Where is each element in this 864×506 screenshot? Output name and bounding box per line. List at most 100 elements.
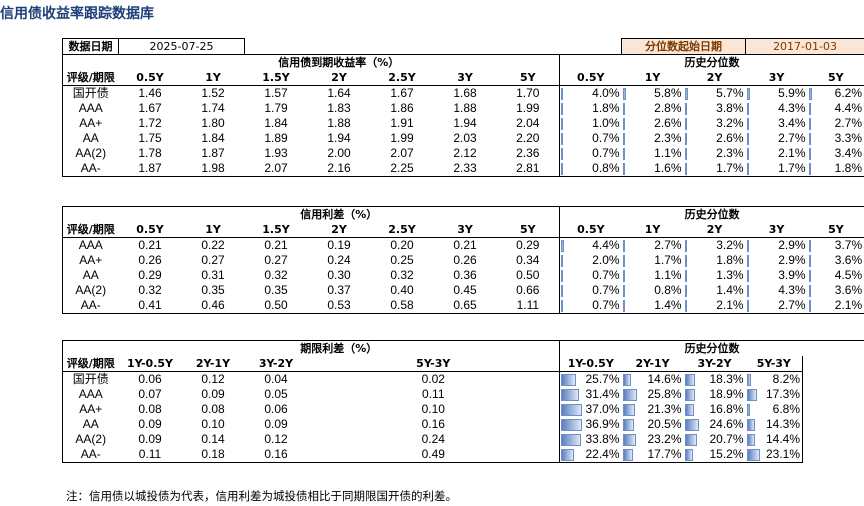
percentile-value: 18.3% — [709, 372, 744, 386]
value-cell: 0.65 — [433, 298, 497, 314]
percentile-bar — [561, 300, 564, 312]
percentile-bar — [808, 118, 811, 130]
value-cell: 0.19 — [327, 238, 351, 252]
value-cell: 0.26 — [138, 253, 162, 267]
percentile-cell: 0.8% — [559, 161, 622, 177]
percentile-bar — [808, 240, 811, 252]
percentile-bar — [684, 285, 687, 297]
percentile-value: 1.7% — [778, 161, 806, 175]
percentile-value: 0.8% — [592, 161, 620, 175]
percentile-value: 1.7% — [654, 253, 682, 267]
pct-col-header: 1Y — [621, 70, 684, 86]
value-cell: 1.78 — [138, 146, 162, 160]
percentile-value: 22.4% — [585, 447, 620, 461]
percentile-value: 3.7% — [834, 238, 863, 252]
percentile-cell: 2.6% — [622, 116, 684, 131]
percentile-value: 4.3% — [778, 283, 806, 297]
percentile-cell: 2.7% — [807, 116, 864, 131]
percentile-value: 6.2% — [834, 86, 863, 100]
value-cell: 1.67 — [138, 101, 162, 115]
percentile-value: 1.4% — [654, 298, 682, 312]
percentile-cell: 18.9% — [684, 387, 746, 402]
value-cell: 0.26 — [453, 253, 477, 267]
percentile-value: 2.7% — [834, 116, 863, 130]
term-title: 期限利差（%） — [118, 340, 560, 356]
value-cell: 2.00 — [327, 146, 351, 160]
value-cell: 0.37 — [327, 283, 351, 297]
percentile-cell: 0.7% — [559, 131, 622, 146]
percentile-value: 4.3% — [778, 101, 806, 115]
percentile-cell: 31.4% — [559, 387, 622, 402]
percentile-cell: 17.3% — [745, 387, 804, 402]
value-cell: 0.02 — [421, 372, 445, 386]
pct-col-header: 5Y-3Y — [745, 356, 804, 372]
percentile-value: 36.9% — [585, 417, 620, 431]
value-cell: 1.57 — [264, 86, 288, 100]
value-cell: 1.46 — [138, 86, 162, 100]
percentile-cell: 3.4% — [746, 116, 808, 131]
percentile-cell: 1.4% — [621, 298, 684, 314]
percentile-bar — [746, 285, 750, 297]
value-cell: 1.11 — [496, 298, 560, 314]
percentile-bar — [561, 148, 564, 160]
percentile-value: 25.7% — [585, 372, 620, 386]
col-header: 3Y-2Y — [244, 356, 308, 372]
percentile-bar — [622, 404, 635, 416]
col-header: 3Y — [433, 70, 497, 86]
percentile-value: 23.1% — [766, 447, 801, 461]
pct-col-header: 0.5Y — [559, 70, 622, 86]
percentile-cell: 3.4% — [807, 146, 864, 161]
date-value: 2025-07-25 — [118, 38, 245, 55]
percentile-bar — [561, 270, 564, 282]
pct-col-header: 2Y — [683, 222, 746, 238]
pct-col-header: 3Y-2Y — [683, 356, 746, 372]
value-cell: 0.31 — [201, 268, 225, 282]
percentile-bar — [561, 103, 564, 115]
row-label: AAA — [62, 237, 119, 253]
col-header: 1Y — [181, 70, 245, 86]
row-header: 评级/期限 — [62, 70, 119, 86]
row-label: AA — [62, 268, 119, 283]
percentile-value: 18.9% — [709, 387, 744, 401]
percentile-value: 14.3% — [766, 417, 801, 431]
percentile-value: 5.8% — [654, 86, 682, 100]
percentile-bar — [746, 389, 757, 401]
value-cell: 2.81 — [496, 161, 560, 177]
pct-col-header: 3Y — [745, 70, 808, 86]
row-label: AA- — [62, 298, 119, 314]
percentile-value: 2.8% — [654, 101, 682, 115]
percentile-bar — [808, 270, 812, 282]
percentile-cell: 14.3% — [745, 417, 804, 432]
percentile-bar — [746, 255, 749, 267]
value-cell: 0.14 — [201, 432, 225, 446]
percentile-bar — [561, 163, 564, 175]
percentile-bar — [561, 434, 581, 446]
percentile-cell: 2.1% — [746, 146, 808, 161]
percentile-bar — [746, 270, 749, 282]
value-cell: 0.18 — [181, 447, 245, 463]
pct-col-header: 3Y — [745, 222, 808, 238]
value-cell: 1.75 — [138, 131, 162, 145]
percentile-bar — [808, 103, 812, 115]
value-cell: 0.32 — [138, 283, 162, 297]
row-label: AA(2) — [62, 432, 119, 447]
percentile-cell: 6.2% — [807, 85, 864, 101]
percentile-cell: 8.2% — [745, 371, 804, 387]
percentile-bar — [561, 419, 583, 431]
percentile-value: 16.8% — [709, 402, 744, 416]
value-cell: 0.06 — [138, 372, 162, 386]
percentile-value: 2.3% — [716, 146, 744, 160]
percentile-cell: 2.3% — [684, 146, 746, 161]
percentile-cell: 2.1% — [683, 298, 746, 314]
value-cell: 0.10 — [421, 402, 445, 416]
value-cell: 0.41 — [118, 298, 182, 314]
col-header: 2Y — [307, 70, 371, 86]
percentile-bar — [746, 148, 749, 160]
